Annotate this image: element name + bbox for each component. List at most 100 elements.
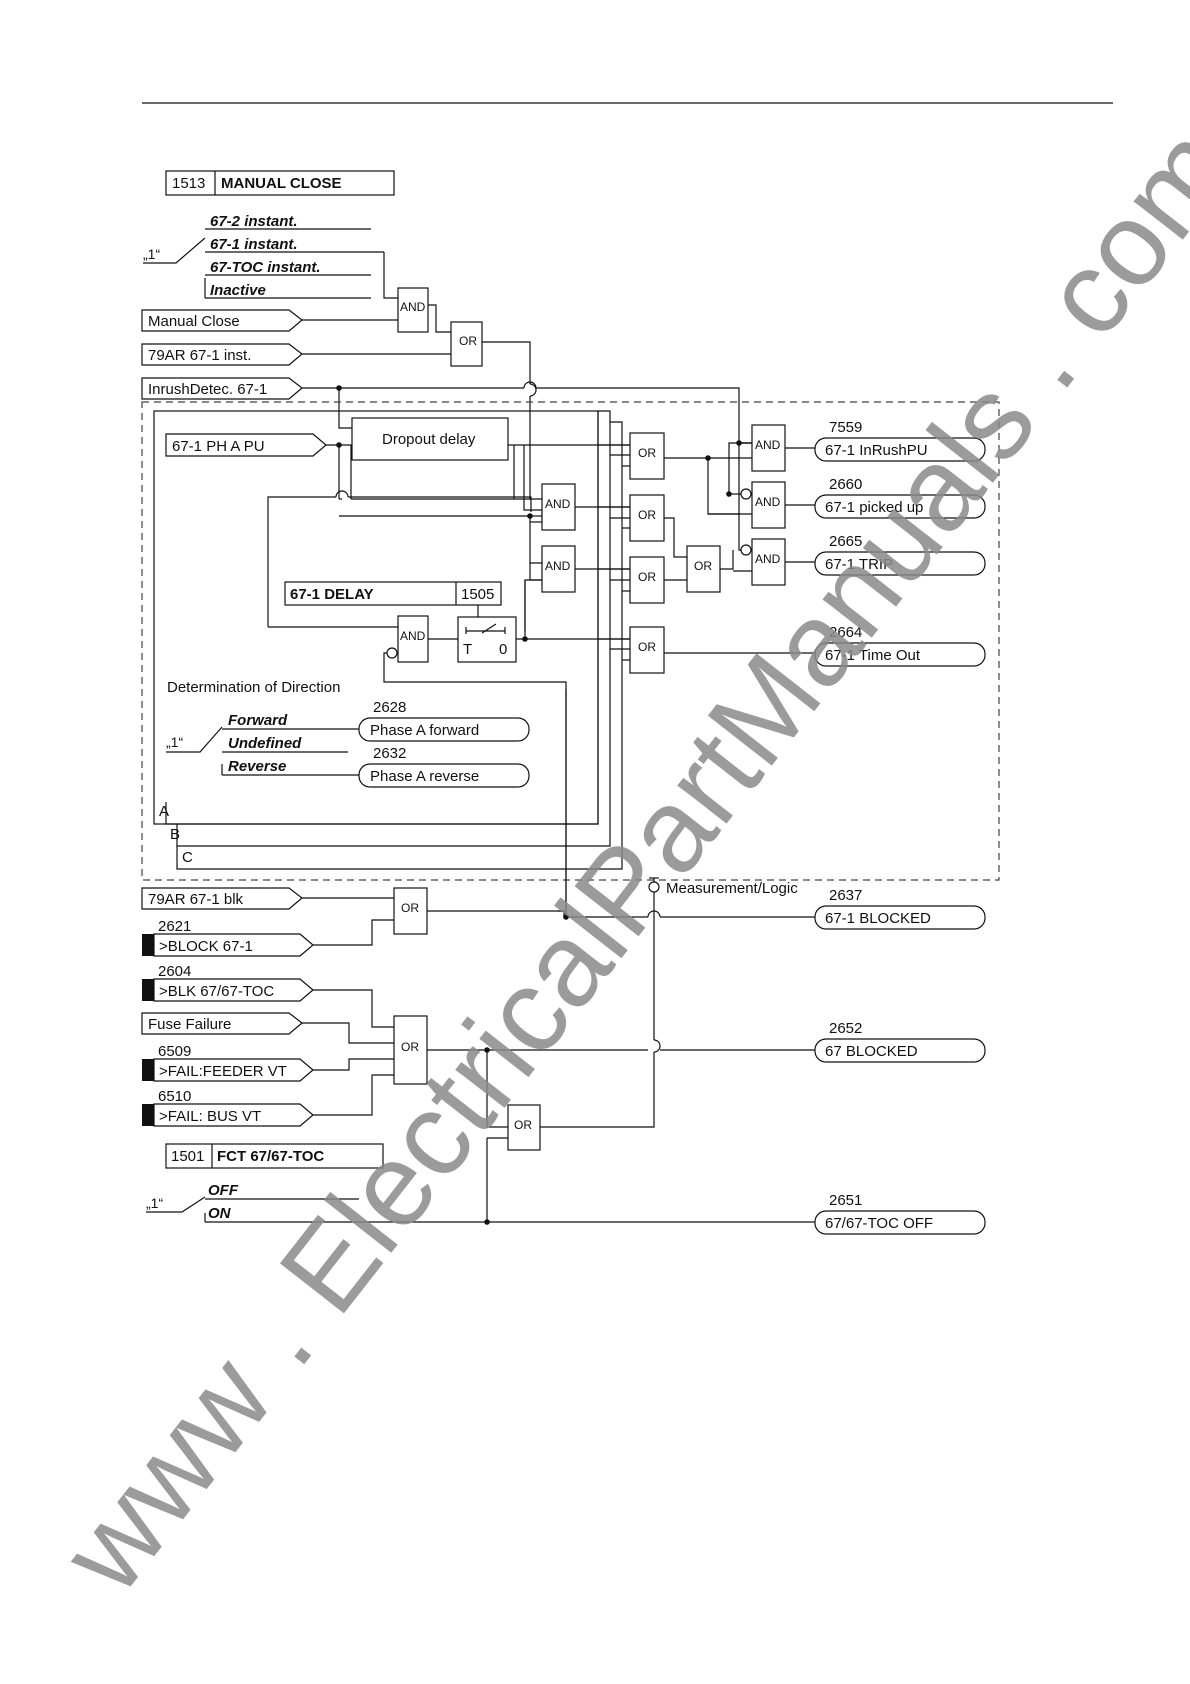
svg-text:OR: OR xyxy=(401,901,419,915)
svg-text:2621: 2621 xyxy=(158,918,191,935)
or-gate-manual-close: OR xyxy=(450,321,483,367)
svg-text:2651: 2651 xyxy=(829,1192,862,1209)
input-ar-inst: 79AR 67-1 inst. xyxy=(141,343,303,366)
phase-label-c: C xyxy=(182,849,193,866)
svg-text:2637: 2637 xyxy=(829,887,862,904)
svg-text:1505: 1505 xyxy=(461,586,494,603)
svg-text:2665: 2665 xyxy=(829,533,862,550)
manual-close-id: 1513 xyxy=(172,175,205,192)
svg-text:>FAIL:FEEDER VT: >FAIL:FEEDER VT xyxy=(159,1063,287,1080)
phase-a-frame xyxy=(153,410,599,825)
svg-text:OR: OR xyxy=(514,1118,532,1132)
svg-text:79AR 67-1 inst.: 79AR 67-1 inst. xyxy=(148,347,251,364)
svg-text:67-1 picked up: 67-1 picked up xyxy=(825,499,923,516)
svg-text:Dropout delay: Dropout delay xyxy=(382,431,476,448)
input-fail-feeder-vt: 6509 >FAIL:FEEDER VT xyxy=(142,1043,314,1082)
svg-text:67-1 BLOCKED: 67-1 BLOCKED xyxy=(825,910,931,927)
output-phase-a-forward: 2628 Phase A forward xyxy=(358,699,530,742)
or-gate-inrush: OR xyxy=(629,432,665,480)
setting-67-1-delay: 67-1 DELAY 1505 xyxy=(284,581,502,606)
svg-text:Fuse Failure: Fuse Failure xyxy=(148,1016,231,1033)
svg-text:OR: OR xyxy=(401,1040,419,1054)
svg-text:AND: AND xyxy=(755,438,781,452)
manual-close-quote: „1“ xyxy=(143,246,160,262)
fct-option-off: OFF xyxy=(208,1182,239,1199)
svg-text:OR: OR xyxy=(694,559,712,573)
svg-text:OR: OR xyxy=(638,570,656,584)
or-gate-timeout: OR xyxy=(629,626,665,674)
input-manual-close: Manual Close xyxy=(141,309,303,332)
svg-text:67-1 DELAY: 67-1 DELAY xyxy=(290,586,374,603)
svg-text:67/67-TOC OFF: 67/67-TOC OFF xyxy=(825,1215,933,1232)
output-67-toc-off: 2651 67/67-TOC OFF xyxy=(814,1192,986,1235)
and-gate-delay: AND xyxy=(397,615,429,663)
svg-text:2660: 2660 xyxy=(829,476,862,493)
input-fail-bus-vt: 6510 >FAIL: BUS VT xyxy=(142,1088,314,1127)
measurement-logic-label: Measurement/Logic xyxy=(666,880,798,897)
svg-text:AND: AND xyxy=(545,559,571,573)
svg-text:AND: AND xyxy=(755,552,781,566)
svg-text:T: T xyxy=(463,641,472,658)
phase-logic-area xyxy=(141,401,1000,881)
and-gate-pickup: AND xyxy=(541,483,576,531)
svg-text:2652: 2652 xyxy=(829,1020,862,1037)
output-picked-up: 2660 67-1 picked up xyxy=(814,476,986,519)
svg-text:>BLOCK 67-1: >BLOCK 67-1 xyxy=(159,938,253,955)
or-gate-trip: OR xyxy=(629,556,665,604)
setting-manual-close: 1513 MANUAL CLOSE „1“ 67-2 instant. 67-1… xyxy=(143,170,395,299)
or-gate-67-blocked: OR xyxy=(393,1015,428,1085)
input-ph-a-pu: 67-1 PH A PU xyxy=(165,433,327,457)
svg-text:2664: 2664 xyxy=(829,624,862,641)
or-gate-pickup: OR xyxy=(629,494,665,542)
and-gate-trip-out: AND xyxy=(751,538,786,586)
input-fuse-failure: Fuse Failure xyxy=(141,1012,303,1035)
svg-text:67-1 Time Out: 67-1 Time Out xyxy=(825,647,921,664)
timer-block: T 0 xyxy=(457,616,517,663)
phase-label-b: B xyxy=(170,826,180,843)
svg-text:AND: AND xyxy=(755,495,781,509)
direction-undefined: Undefined xyxy=(228,735,302,752)
output-phase-a-reverse: 2632 Phase A reverse xyxy=(358,745,530,788)
svg-text:2604: 2604 xyxy=(158,963,191,980)
manual-close-label: MANUAL CLOSE xyxy=(221,175,342,192)
output-time-out: 2664 67-1 Time Out xyxy=(814,624,986,667)
and-gate-inrush-out: AND xyxy=(751,424,786,472)
fct-quote: „1“ xyxy=(146,1195,163,1211)
and-gate-trip: AND xyxy=(541,545,576,593)
svg-text:>FAIL: BUS VT: >FAIL: BUS VT xyxy=(159,1108,261,1125)
fct-option-on: ON xyxy=(208,1205,232,1222)
svg-text:67 BLOCKED: 67 BLOCKED xyxy=(825,1043,918,1060)
svg-text:OR: OR xyxy=(459,334,477,348)
svg-text:2628: 2628 xyxy=(373,699,406,716)
setting-fct-67-toc: 1501 FCT 67/67-TOC „1“ OFF ON xyxy=(146,1143,384,1222)
and-gate-manual-close: AND xyxy=(397,287,429,333)
option-67-toc-instant: 67-TOC instant. xyxy=(210,259,321,276)
svg-text:>BLK 67/67-TOC: >BLK 67/67-TOC xyxy=(159,983,274,1000)
or-gate-combined: OR xyxy=(686,545,721,593)
direction-quote: „1“ xyxy=(166,734,183,750)
input-blk-67-toc: 2604 >BLK 67/67-TOC xyxy=(142,963,314,1002)
dropout-delay-block: Dropout delay xyxy=(351,417,509,461)
svg-text:2632: 2632 xyxy=(373,745,406,762)
input-inrush: InrushDetec. 67-1 xyxy=(141,377,303,400)
svg-text:79AR 67-1 blk: 79AR 67-1 blk xyxy=(148,891,244,908)
svg-text:OR: OR xyxy=(638,640,656,654)
svg-text:AND: AND xyxy=(400,300,426,314)
direction-reverse: Reverse xyxy=(228,758,286,775)
output-trip: 2665 67-1 TRIP xyxy=(814,533,986,576)
svg-text:Manual Close: Manual Close xyxy=(148,313,240,330)
option-67-2-instant: 67-2 instant. xyxy=(210,213,298,230)
direction-title: Determination of Direction xyxy=(167,679,340,696)
svg-text:AND: AND xyxy=(545,497,571,511)
svg-text:6509: 6509 xyxy=(158,1043,191,1060)
svg-text:OR: OR xyxy=(638,508,656,522)
svg-text:67-1 TRIP: 67-1 TRIP xyxy=(825,556,893,573)
svg-text:InrushDetec. 67-1: InrushDetec. 67-1 xyxy=(148,381,267,398)
option-67-1-instant: 67-1 instant. xyxy=(210,236,298,253)
svg-text:6510: 6510 xyxy=(158,1088,191,1105)
output-67-blocked: 2652 67 BLOCKED xyxy=(814,1020,986,1063)
svg-text:Phase A forward: Phase A forward xyxy=(370,722,479,739)
phase-label-a: A xyxy=(159,803,169,820)
input-block-67-1: 2621 >BLOCK 67-1 xyxy=(142,918,314,957)
